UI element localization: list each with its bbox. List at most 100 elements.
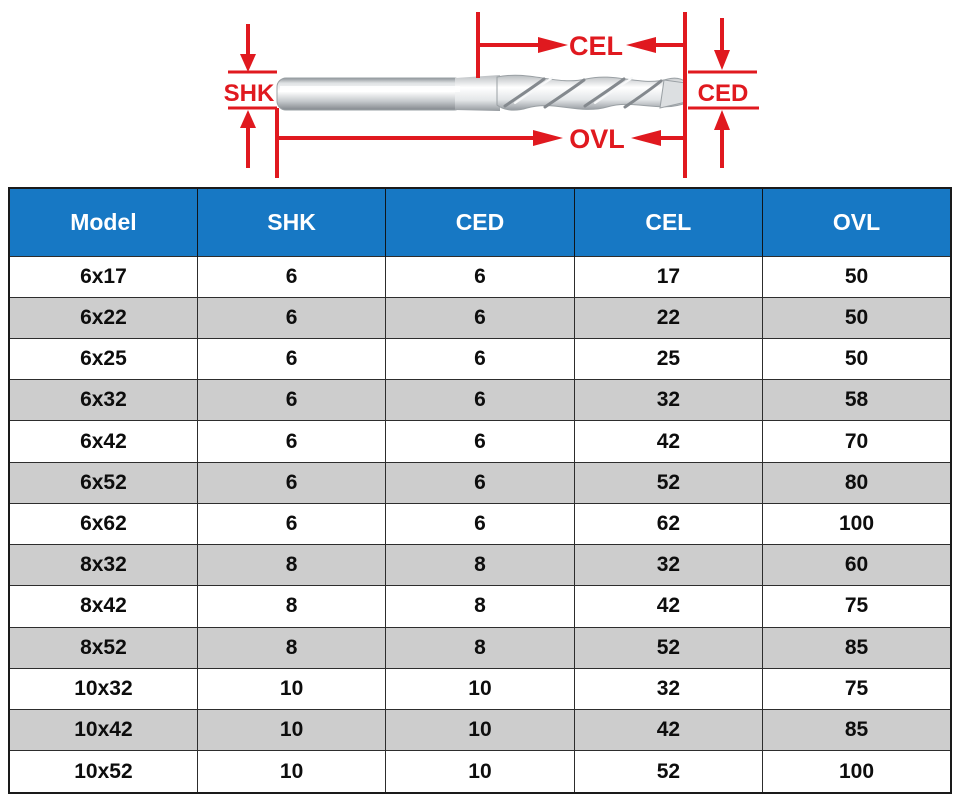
table-cell: 10 <box>385 667 575 711</box>
arrow-left-icon <box>626 37 656 53</box>
table-cell: 32 <box>573 379 764 422</box>
table-cell: 6 <box>385 337 575 381</box>
table-cell: 10 <box>196 667 387 711</box>
table-cell: 6x22 <box>8 296 198 339</box>
ovl-label: OVL <box>569 124 625 154</box>
table-cell: 8x32 <box>8 544 198 587</box>
table-cell: 60 <box>762 544 952 587</box>
table-cell: 6x17 <box>8 255 198 298</box>
table-cell: 62 <box>573 502 764 546</box>
table-cell: 8x52 <box>8 626 198 669</box>
table-cell: 32 <box>573 667 764 711</box>
table-cell: 50 <box>762 337 952 381</box>
table-cell: 6x32 <box>8 379 198 422</box>
router-bit-illustration <box>276 74 687 111</box>
table-cell: 42 <box>573 585 764 628</box>
table-cell: 75 <box>762 585 952 628</box>
table-cell: 32 <box>573 544 764 587</box>
column-header: CED <box>385 188 575 256</box>
table-cell: 6 <box>385 502 575 546</box>
arrow-up-icon <box>240 110 256 128</box>
table-cell: 52 <box>573 461 764 504</box>
table-cell: 10 <box>196 709 387 752</box>
bit-shank <box>276 77 464 111</box>
table-cell: 6 <box>385 420 575 463</box>
table-cell: 6 <box>385 255 575 298</box>
table-cell: 42 <box>573 420 764 463</box>
arrow-right-icon <box>533 130 563 146</box>
table-cell: 6x62 <box>8 502 198 546</box>
table-cell: 58 <box>762 379 952 422</box>
dimension-diagram: SHK CEL CED OVL <box>224 12 759 178</box>
table-cell: 10 <box>385 709 575 752</box>
shk-label: SHK <box>224 80 275 107</box>
table-cell: 10x32 <box>8 667 198 711</box>
ced-label: CED <box>698 80 749 107</box>
table-cell: 85 <box>762 709 952 752</box>
table-cell: 17 <box>573 255 764 298</box>
table-cell: 8 <box>196 626 387 669</box>
table-cell: 42 <box>573 709 764 752</box>
table-cell: 6x42 <box>8 420 198 463</box>
table-cell: 6x25 <box>8 337 198 381</box>
arrow-down-icon <box>240 54 256 72</box>
table-cell: 52 <box>573 626 764 669</box>
table-cell: 75 <box>762 667 952 711</box>
table-cell: 6 <box>385 379 575 422</box>
arrow-down-icon <box>714 50 730 70</box>
table-cell: 10x52 <box>8 750 198 794</box>
table-cell: 8x42 <box>8 585 198 628</box>
table-cell: 100 <box>762 750 952 794</box>
table-cell: 50 <box>762 255 952 298</box>
table-cell: 6 <box>196 502 387 546</box>
table-cell: 25 <box>573 337 764 381</box>
table-cell: 10x42 <box>8 709 198 752</box>
cel-label: CEL <box>569 31 623 61</box>
table-cell: 6 <box>196 420 387 463</box>
table-cell: 6 <box>196 337 387 381</box>
table-cell: 52 <box>573 750 764 794</box>
table-cell: 8 <box>385 585 575 628</box>
table-cell: 10 <box>385 750 575 794</box>
table-cell: 6 <box>196 255 387 298</box>
column-header: CEL <box>573 188 763 256</box>
bit-taper <box>455 75 500 111</box>
table-cell: 80 <box>762 461 952 504</box>
table-cell: 6 <box>196 379 387 422</box>
table-cell: 6 <box>385 461 575 504</box>
shank-highlight <box>280 86 460 92</box>
table-cell: 6 <box>196 461 387 504</box>
column-header: SHK <box>196 188 386 256</box>
table-cell: 70 <box>762 420 952 463</box>
table-cell: 8 <box>196 544 387 587</box>
arrow-up-icon <box>714 110 730 130</box>
table-cell: 10 <box>196 750 387 794</box>
ced-dimension: CED <box>688 18 759 168</box>
table-cell: 8 <box>385 626 575 669</box>
table-cell: 50 <box>762 296 952 339</box>
table-cell: 85 <box>762 626 952 669</box>
table-cell: 6x52 <box>8 461 198 504</box>
column-header: OVL <box>762 188 951 256</box>
table-cell: 22 <box>573 296 764 339</box>
arrow-right-icon <box>538 37 568 53</box>
arrow-left-icon <box>631 130 661 146</box>
table-cell: 100 <box>762 502 952 546</box>
